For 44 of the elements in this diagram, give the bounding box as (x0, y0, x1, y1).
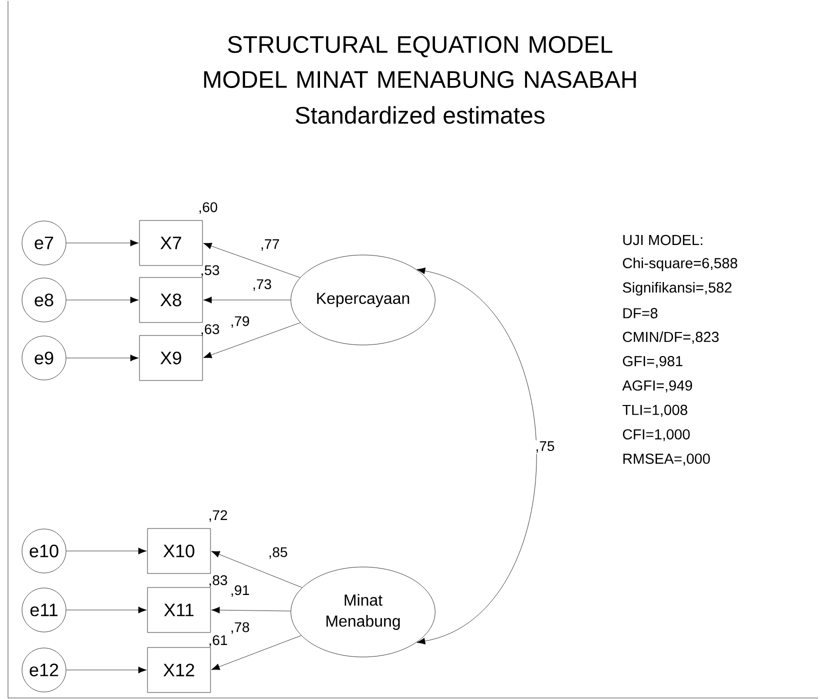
squared-multiple-correlation: ,53 (202, 265, 220, 277)
fit-statistic: UJI MODEL: (623, 234, 702, 246)
squared-multiple-correlation: ,72 (210, 510, 228, 522)
subtitle: Standardized estimates (296, 106, 544, 124)
squared-multiple-correlation: ,61 (210, 635, 228, 647)
fit-statistic: CFI=1,000 (622, 429, 690, 442)
squared-multiple-correlation: ,63 (202, 324, 220, 336)
squared-multiple-correlation: ,60 (200, 202, 218, 214)
arrow (66, 296, 139, 304)
arrow (203, 322, 301, 358)
fit-statistic: CMIN/DF=,823 (622, 331, 719, 344)
fit-statistic: RMSEA=,000 (623, 454, 710, 466)
edge-label: ,73 (251, 278, 273, 292)
arrow (66, 240, 139, 246)
indicator-box: X8 (139, 277, 203, 323)
arrow (211, 635, 302, 670)
arrow (66, 666, 147, 674)
indicator-box: X9 (139, 335, 203, 381)
fit-statistic: GFI=,981 (622, 356, 682, 368)
arrow (66, 606, 147, 614)
fit-statistic: Signifikansi=,582 (622, 282, 732, 296)
indicator-box: X12 (147, 647, 211, 693)
fit-statistic: Chi-square=6,588 (622, 258, 738, 272)
title: STRUCTURAL EQUATION MODEL MODEL MINAT MENABUNG NASABAH (204, 36, 636, 88)
arrow (66, 548, 147, 554)
arrow (203, 296, 291, 304)
indicator-box: X11 (147, 587, 211, 633)
squared-multiple-correlation: ,83 (210, 575, 228, 587)
fit-statistic: TLI=1,008 (622, 404, 688, 417)
arrow (211, 551, 302, 588)
arrow (203, 242, 300, 278)
edge-label: ,75 (534, 440, 556, 454)
edge-label: ,78 (229, 621, 251, 635)
correlation-arrow (416, 268, 537, 644)
arrow (211, 606, 291, 614)
fit-statistic: DF=8 (623, 308, 658, 318)
indicator-box: X7 (139, 220, 203, 266)
edge-label: ,79 (229, 315, 251, 329)
edge-label: ,77 (259, 238, 281, 252)
edge-label: ,91 (229, 584, 251, 598)
fit-statistic: AGFI=,949 (622, 380, 692, 392)
indicator-box: X10 (147, 528, 211, 574)
edge-label: ,85 (267, 546, 289, 560)
arrow (66, 354, 139, 362)
